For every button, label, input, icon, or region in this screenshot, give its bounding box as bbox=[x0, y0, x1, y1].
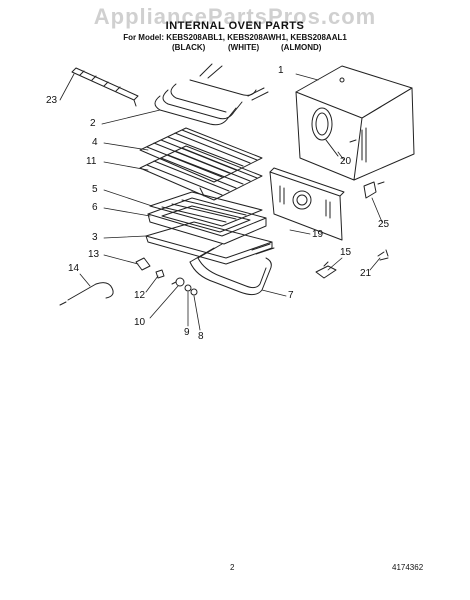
part-14-temperature-sensor bbox=[59, 282, 114, 306]
part-1-oven-cavity bbox=[295, 65, 415, 181]
callout-11: 11 bbox=[86, 156, 97, 167]
callout-7: 7 bbox=[288, 290, 294, 301]
part-25-bracket bbox=[363, 181, 385, 199]
callout-12: 12 bbox=[134, 290, 146, 301]
watermark: AppliancePartsPros.com bbox=[93, 4, 377, 29]
callout-6: 6 bbox=[92, 202, 98, 213]
leader-lines bbox=[59, 73, 383, 331]
part-19-fan-cover bbox=[269, 167, 345, 241]
part-15-clip bbox=[315, 261, 337, 279]
callout-3: 3 bbox=[92, 232, 98, 243]
page-title: INTERNAL OVEN PARTS bbox=[165, 20, 305, 32]
part-9-terminal bbox=[184, 284, 192, 292]
part-21-screw bbox=[377, 249, 389, 261]
callout-25: 25 bbox=[378, 219, 390, 230]
part-6-broil-pan bbox=[147, 197, 267, 245]
callout-19: 19 bbox=[312, 229, 324, 240]
callout-13: 13 bbox=[88, 249, 100, 260]
callout-8: 8 bbox=[198, 331, 204, 342]
callout-4: 4 bbox=[92, 137, 98, 148]
document-number: 4174362 bbox=[392, 563, 424, 572]
callout-21: 21 bbox=[360, 268, 372, 279]
part-13-clip bbox=[135, 257, 151, 271]
part-12-screw bbox=[155, 269, 165, 279]
callout-23: 23 bbox=[46, 95, 58, 106]
page-number: 2 bbox=[230, 563, 235, 572]
callout-15: 15 bbox=[340, 247, 352, 258]
callout-1: 1 bbox=[278, 65, 284, 76]
part-10-terminal-block bbox=[171, 277, 185, 287]
callout-5: 5 bbox=[92, 184, 98, 195]
callout-10: 10 bbox=[134, 317, 146, 328]
callout-20: 20 bbox=[340, 156, 352, 167]
part-20-convection-element bbox=[311, 107, 339, 157]
part-2-broil-element bbox=[154, 63, 269, 126]
part-11-oven-rack bbox=[139, 145, 263, 201]
variant-white: (WHITE) bbox=[228, 43, 260, 52]
part-8-terminal bbox=[190, 288, 198, 296]
variant-almond: (ALMOND) bbox=[281, 43, 322, 52]
part-3-oven-bottom bbox=[145, 221, 273, 265]
model-line: For Model: KEBS208ABL1, KEBS208AWH1, KEB… bbox=[123, 33, 347, 42]
variant-black: (BLACK) bbox=[172, 43, 206, 52]
callout-2: 2 bbox=[90, 118, 96, 129]
part-23-bracket bbox=[71, 67, 139, 107]
callout-14: 14 bbox=[68, 263, 80, 274]
part-5-broil-pan-grid bbox=[149, 191, 263, 227]
part-7-bake-element bbox=[189, 243, 275, 296]
callout-9: 9 bbox=[184, 327, 190, 338]
